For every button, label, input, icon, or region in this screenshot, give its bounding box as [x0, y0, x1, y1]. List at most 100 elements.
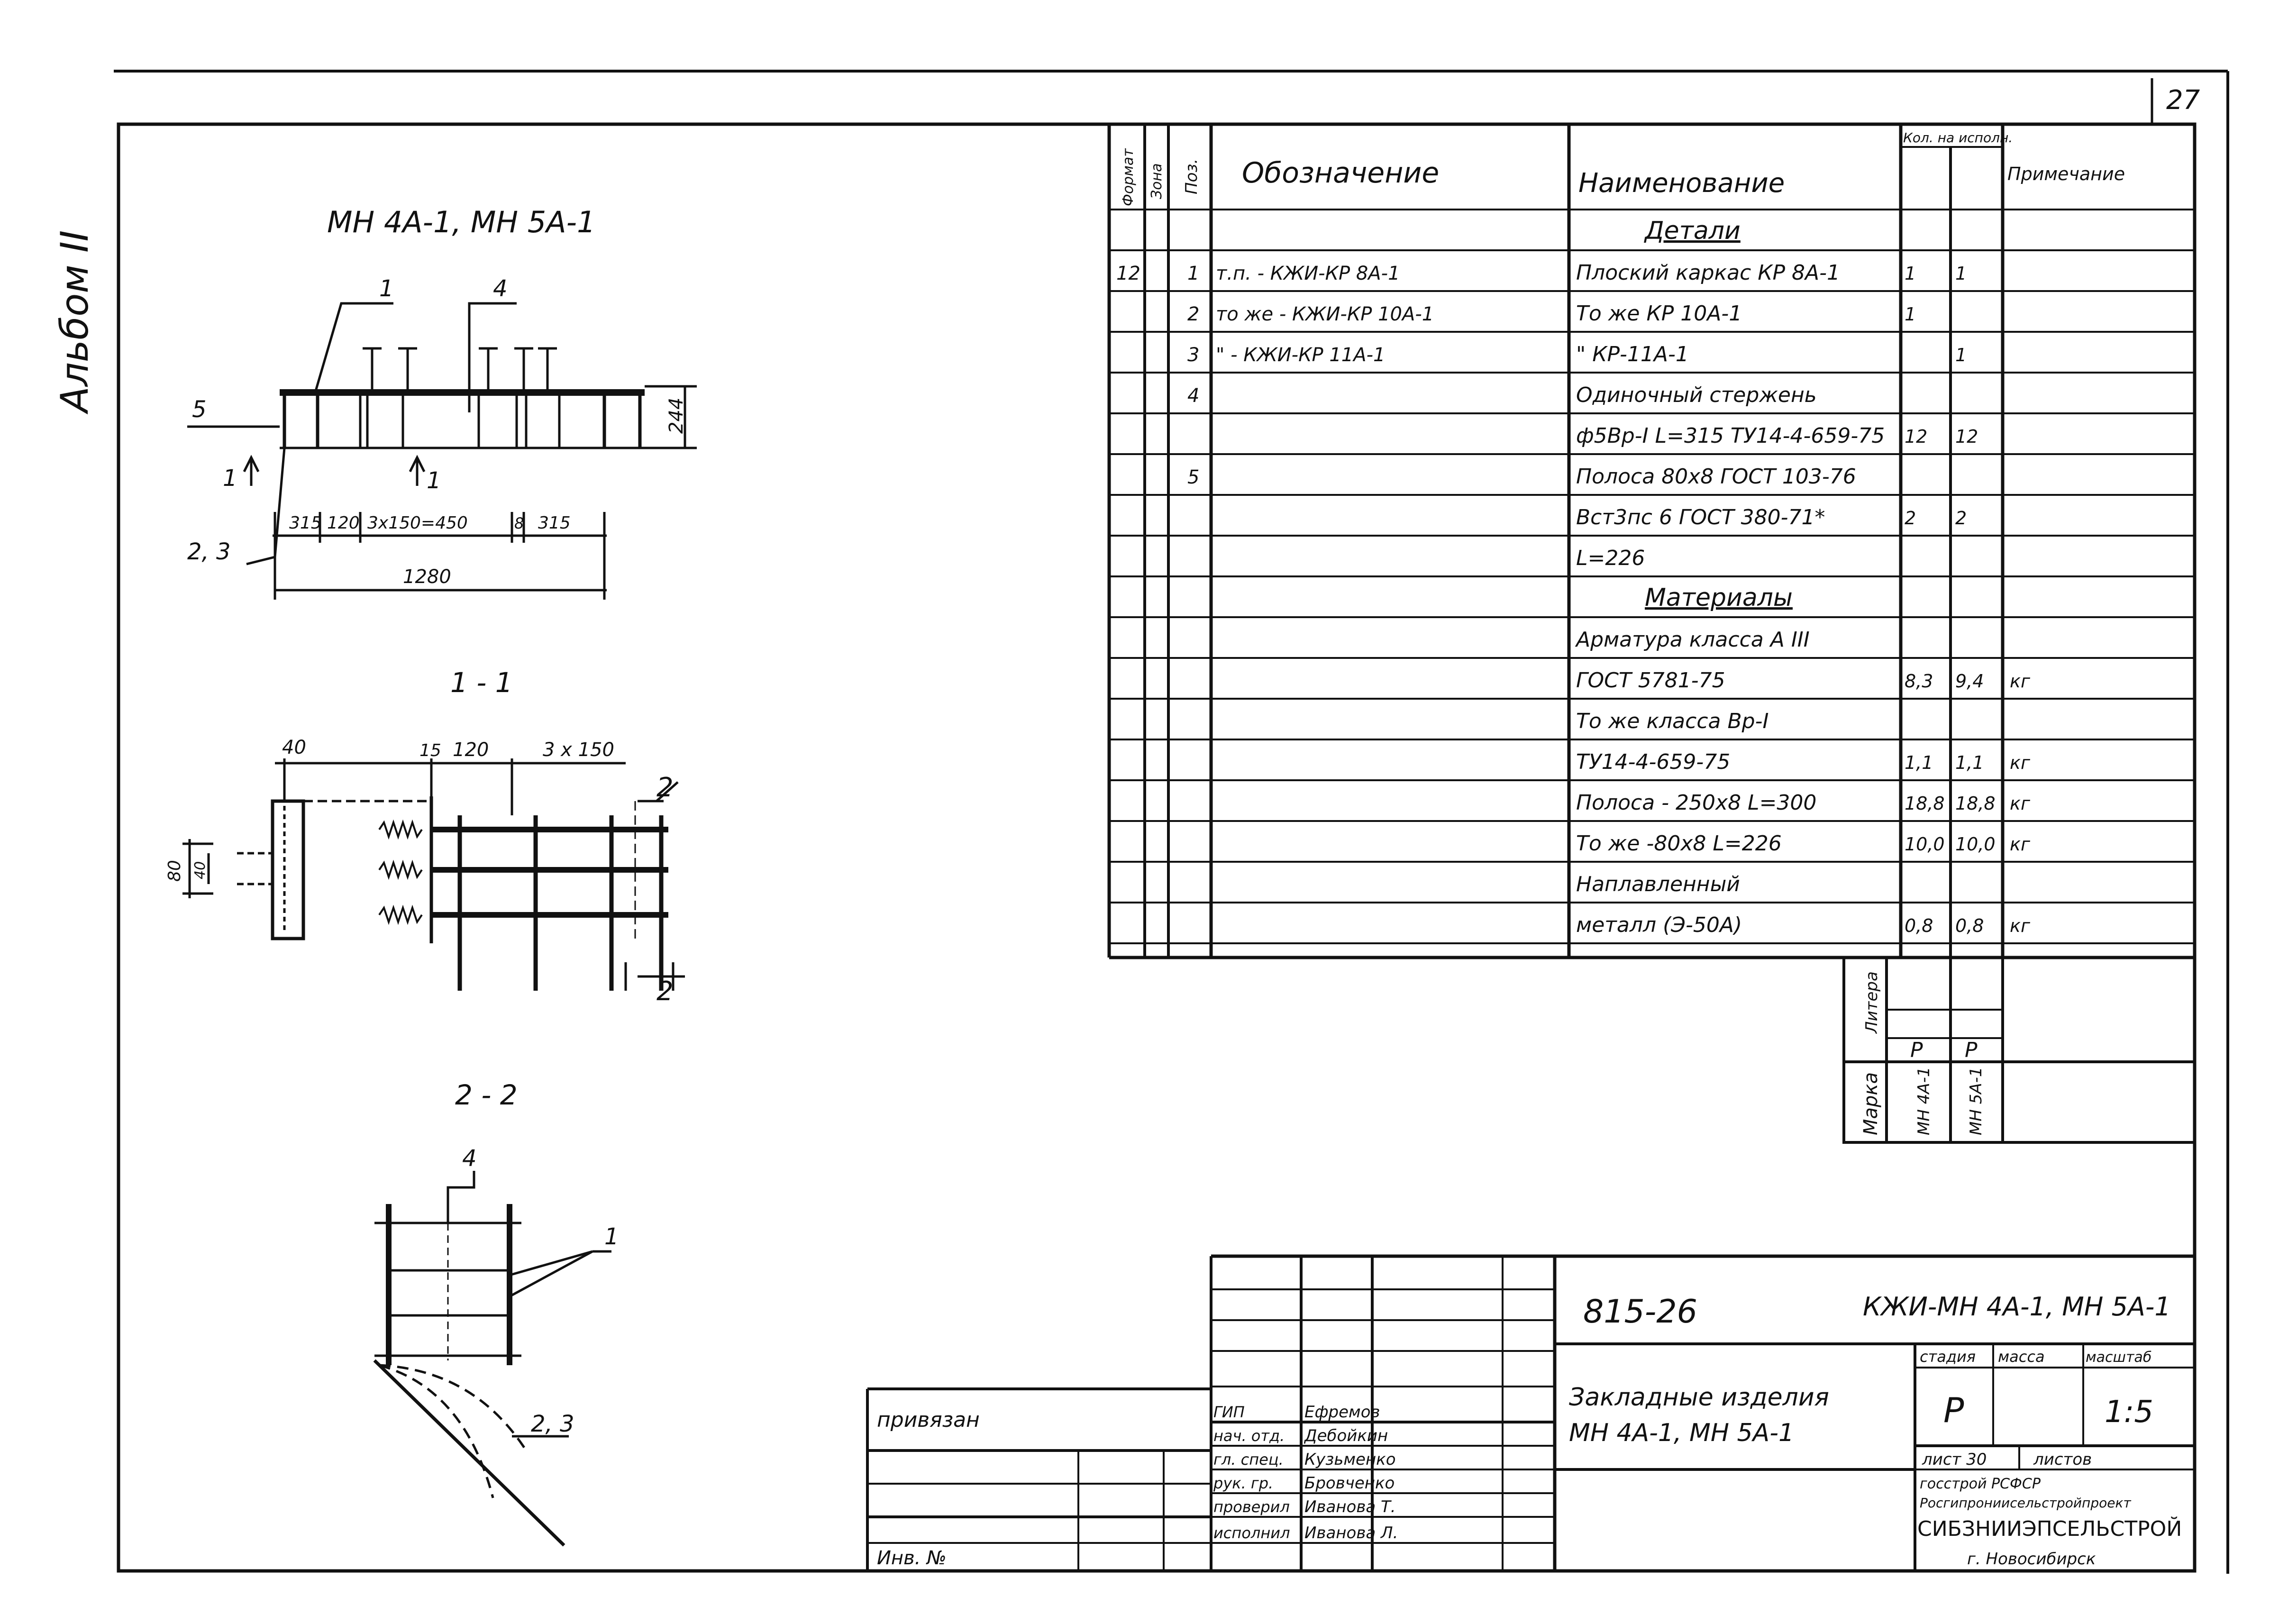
svg-text:масштаб: масштаб [2086, 1349, 2151, 1366]
spec-cell: 4 [1187, 385, 1199, 407]
svg-text:Инв. №: Инв. № [877, 1547, 947, 1569]
spec-cell: 18,8 [1905, 793, 1945, 814]
svg-text:СИБЗНИИЭПСЕЛЬСТРОЙ: СИБЗНИИЭПСЕЛЬСТРОЙ [1917, 1516, 2182, 1541]
svg-text:Литера: Литера [1862, 971, 1881, 1034]
side-note: Альбом II [53, 230, 97, 415]
spec-cell: Материалы [1645, 584, 1793, 612]
sheet-frame [117, 122, 2197, 1573]
spec-cell: 5 [1187, 466, 1199, 488]
spec-cell: 1 [1187, 263, 1199, 284]
spec-cell: 1 [1955, 263, 1967, 284]
spec-cell: 1 [1905, 263, 1916, 284]
title-block-text: 815-26 КЖИ-МН 4А-1, МН 5А-1 Закладные из… [877, 1292, 2182, 1569]
spec-cell: кг [2010, 915, 2031, 936]
svg-text:4: 4 [493, 275, 508, 302]
doc-number: 815-26 [1583, 1293, 1697, 1331]
svg-text:листов: листов [2033, 1450, 2092, 1469]
section-1-1 [182, 758, 685, 991]
spec-cell: то же - КЖИ-КР 10А-1 [1216, 303, 1434, 325]
svg-text:15: 15 [419, 741, 441, 760]
signature-name: Иванова Л. [1304, 1524, 1398, 1542]
spec-cell: То же КР 10А-1 [1576, 301, 1742, 326]
plan-view: МН 4А-1, МН 5А-1 [187, 205, 697, 600]
signature-name: Иванова Т. [1304, 1497, 1396, 1516]
spec-cell: кг [2010, 834, 2031, 855]
svg-text:Примечание: Примечание [2007, 164, 2125, 184]
signature-role: исполнил [1213, 1524, 1290, 1542]
svg-text:40: 40 [282, 737, 306, 758]
svg-text:120: 120 [453, 739, 489, 761]
svg-text:40: 40 [192, 861, 209, 879]
svg-text:2: 2 [656, 976, 674, 1007]
spec-cell: 2 [1187, 303, 1199, 325]
spec-cell: 1,1 [1955, 752, 1984, 773]
signature-role: гл. спец. [1213, 1451, 1284, 1469]
svg-text:Р: Р [1943, 1390, 1964, 1430]
spec-cell: То же -80х8 L=226 [1576, 831, 1782, 856]
svg-text:Зона: Зона [1149, 163, 1165, 199]
svg-text:315: 315 [289, 513, 322, 533]
spec-cell: кг [2010, 793, 2031, 814]
svg-text:Росгипрониисельстройпроект: Росгипрониисельстройпроект [1920, 1495, 2131, 1511]
svg-text:3х150=450: 3х150=450 [367, 513, 468, 533]
spec-cell: 2 [1905, 508, 1916, 529]
page-number: 27 [2166, 85, 2200, 116]
svg-text:Марка: Марка [1860, 1072, 1882, 1135]
svg-text:1280: 1280 [403, 566, 451, 588]
svg-text:Поз.: Поз. [1182, 159, 1201, 194]
spec-cell: 12 [1955, 426, 1978, 447]
spec-cell: 12 [1905, 426, 1927, 447]
title-block-grid [866, 1254, 2195, 1571]
spec-cell: Арматура класса А III [1575, 628, 1810, 652]
plan-title: МН 4А-1, МН 5А-1 [327, 205, 595, 239]
spec-cell: 10,0 [1955, 834, 1996, 855]
spec-cell: 0,8 [1905, 915, 1933, 936]
spec-cell: 3 [1187, 344, 1199, 366]
section-1-1-labels: 1 - 1 40 15 120 3 х 150 80 40 2 2 [165, 666, 674, 1007]
spec-cell: Детали [1644, 217, 1741, 245]
svg-text:МН 5А-1: МН 5А-1 [1967, 1067, 1986, 1136]
plan-labels: 1 4 5 1 1 2, 3 244 315 120 3х150=450 8 3… [187, 275, 687, 588]
svg-text:2: 2 [656, 772, 674, 803]
litera-block [1842, 956, 2196, 1144]
spec-cell: Плоский каркас КР 8А-1 [1576, 261, 1840, 285]
svg-text:Наименование: Наименование [1578, 168, 1785, 199]
svg-text:3 х 150: 3 х 150 [543, 739, 614, 761]
svg-text:4: 4 [462, 1145, 477, 1172]
spec-cell: Вст3пс 6 ГОСТ 380-71* [1576, 505, 1825, 529]
spec-cell: Полоса - 250х8 L=300 [1576, 791, 1816, 815]
spec-cell: ТУ14-4-659-75 [1576, 750, 1730, 774]
doc-code: КЖИ-МН 4А-1, МН 5А-1 [1863, 1292, 2171, 1322]
spec-cell: Наплавленный [1576, 872, 1740, 896]
svg-text:г. Новосибирск: г. Новосибирск [1967, 1550, 2096, 1569]
spec-cell: 12 [1116, 263, 1140, 284]
spec-cell: 8,3 [1905, 671, 1933, 692]
svg-text:1:5: 1:5 [2105, 1395, 2153, 1430]
spec-cell: кг [2010, 671, 2031, 692]
svg-text:масса: масса [1998, 1348, 2045, 1366]
svg-text:Р: Р [1965, 1038, 1978, 1062]
svg-text:80: 80 [165, 860, 184, 882]
signature-role: ГИП [1213, 1403, 1245, 1421]
spec-cell: 18,8 [1955, 793, 1996, 814]
svg-text:МН 4А-1: МН 4А-1 [1914, 1067, 1933, 1136]
doc-name-line2: МН 4А-1, МН 5А-1 [1569, 1419, 1794, 1447]
svg-text:Обозначение: Обозначение [1242, 156, 1439, 190]
spec-cell: 1,1 [1905, 752, 1933, 773]
svg-text:лист 30: лист 30 [1922, 1450, 1987, 1469]
svg-text:1: 1 [223, 465, 237, 492]
svg-text:Р: Р [1910, 1038, 1923, 1062]
spec-row-lines [1109, 209, 2195, 944]
svg-text:8: 8 [514, 514, 524, 532]
svg-text:2, 3: 2, 3 [187, 538, 231, 565]
signature-name: Дебойкин [1304, 1426, 1388, 1445]
spec-cell: ГОСТ 5781-75 [1576, 668, 1725, 693]
litera-labels: Литера Марка Р Р МН 4А-1 МН 5А-1 [1860, 971, 1986, 1135]
spec-cell: 10,0 [1905, 834, 1945, 855]
spec-cell: металл (Э-50А) [1576, 913, 1742, 937]
svg-text:1: 1 [604, 1223, 619, 1250]
spec-cell: 1 [1905, 304, 1916, 325]
svg-text:2 - 2: 2 - 2 [455, 1079, 518, 1111]
